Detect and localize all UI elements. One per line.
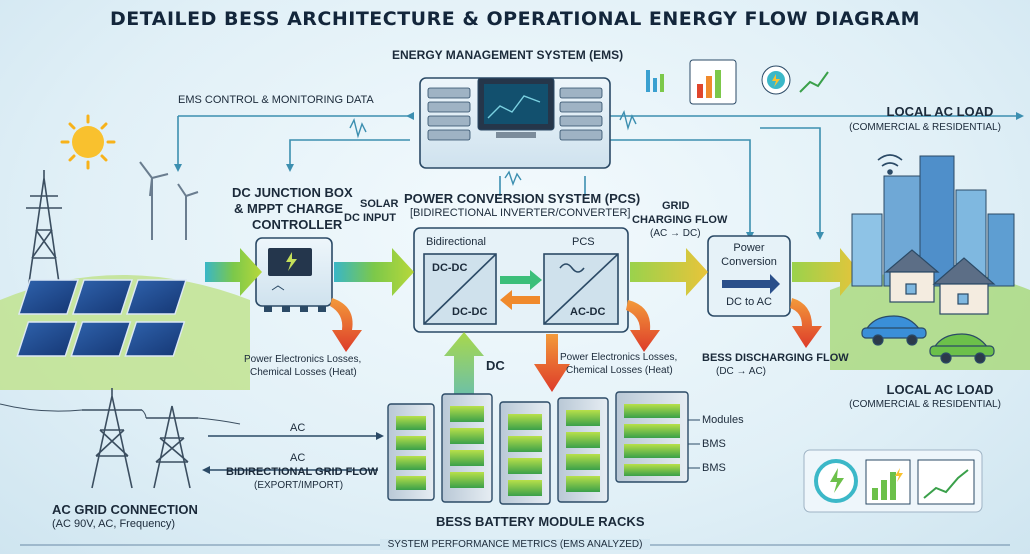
grid-charging-line2: CHARGING FLOW [632, 214, 728, 226]
bess-discharge-line1: BESS DISCHARGING FLOW [702, 352, 849, 364]
pcs-internal-arrows [500, 270, 542, 310]
battery-racks-label: BESS BATTERY MODULE RACKS [436, 514, 645, 529]
loss-arrows [330, 298, 822, 392]
bms-label-1: BMS [702, 438, 726, 450]
page-title: DETAILED BESS ARCHITECTURE & OPERATIONAL… [110, 8, 920, 30]
power-conversion-line1: Power [733, 242, 765, 254]
losses-mid-line1: Power Electronics Losses, [560, 352, 678, 363]
grid-tower-icon [0, 388, 241, 489]
ems-server-illustration [419, 77, 611, 169]
dc-junction-line1: DC JUNCTION BOX [232, 185, 353, 200]
pcs-dcdc-bottom: DC-DC [452, 306, 488, 318]
local-load-bottom-subtitle: (COMMERCIAL & RESIDENTIAL) [849, 399, 1001, 410]
ems-control-lines [177, 115, 1020, 236]
main-flow-arrows [205, 248, 860, 296]
bess-discharge-line2: (DC → AC) [716, 366, 766, 377]
ac-bottom-label: AC [290, 452, 306, 464]
pcs-label: PCS [572, 236, 595, 248]
houses [884, 249, 996, 315]
pcs-bidirectional-label: Bidirectional [426, 236, 486, 248]
dc-junction-box-illustration [255, 237, 333, 312]
ac-top-label: AC [290, 422, 306, 434]
bms-label-2: BMS [702, 462, 726, 474]
local-load-top-subtitle: (COMMERCIAL & RESIDENTIAL) [849, 122, 1001, 133]
pcs-subtitle: [BIDIRECTIONAL INVERTER/CONVERTER] [410, 207, 631, 219]
battery-racks-illustration [387, 391, 689, 505]
solar-panel-array [16, 279, 187, 357]
pcs-dcdc-top: DC-DC [432, 262, 468, 274]
grid-connection-subtitle: (AC 90V, AC, Frequency) [52, 518, 176, 530]
metrics-panel [803, 449, 983, 513]
footer-text: SYSTEM PERFORMANCE METRICS (EMS ANALYZED… [379, 539, 651, 550]
grid-flow-arrowheads [202, 432, 384, 474]
local-load-bottom-title: LOCAL AC LOAD [886, 382, 994, 397]
ems-control-label: EMS CONTROL & MONITORING DATA [178, 94, 374, 106]
wind-turbine-icon [139, 161, 199, 240]
bidir-grid-line1: BIDIRECTIONAL GRID FLOW [226, 466, 378, 478]
grid-flow-lines [208, 435, 378, 471]
dc-junction-line2: & MPPT CHARGE [234, 201, 344, 216]
losses-mid-line2: Chemical Losses (Heat) [566, 365, 673, 376]
ems-title: ENERGY MANAGEMENT SYSTEM (EMS) [392, 48, 624, 62]
losses-left-line1: Power Electronics Losses, [244, 354, 362, 365]
wifi-icon [877, 154, 903, 175]
losses-left-line2: Chemical Losses (Heat) [250, 367, 357, 378]
dc-label: DC [486, 358, 505, 373]
ems-control-arrowheads [174, 112, 1024, 240]
solar-input-line1: SOLAR [360, 198, 399, 210]
power-conversion-line2: Conversion [721, 256, 777, 268]
grid-connection-title: AC GRID CONNECTION [52, 502, 198, 517]
local-load-top-title: LOCAL AC LOAD [886, 104, 994, 119]
bidir-grid-line2: (EXPORT/IMPORT) [254, 480, 344, 491]
transmission-tower-icon [26, 170, 62, 291]
solar-input-line2: DC INPUT [344, 212, 396, 224]
pcs-title: POWER CONVERSION SYSTEM (PCS) [404, 191, 641, 206]
ems-metrics-icons [646, 59, 829, 105]
power-conversion-line3: DC to AC [726, 296, 772, 308]
electric-vehicles [861, 315, 995, 364]
grid-charging-line3: (AC → DC) [650, 228, 701, 239]
signal-wave-icon [349, 109, 637, 187]
grid-charging-line1: GRID [662, 200, 690, 212]
city-buildings [851, 155, 1015, 287]
sun-icon [60, 114, 116, 170]
battery-label-leaders [688, 419, 700, 469]
dc-up-arrow [444, 332, 484, 396]
dc-junction-line3: CONTROLLER [252, 217, 343, 232]
modules-label: Modules [702, 414, 744, 426]
footer-label: SYSTEM PERFORMANCE METRICS (EMS ANALYZED… [0, 539, 1030, 550]
pcs-acdc: AC-DC [570, 306, 606, 318]
power-conversion-box [707, 235, 791, 317]
